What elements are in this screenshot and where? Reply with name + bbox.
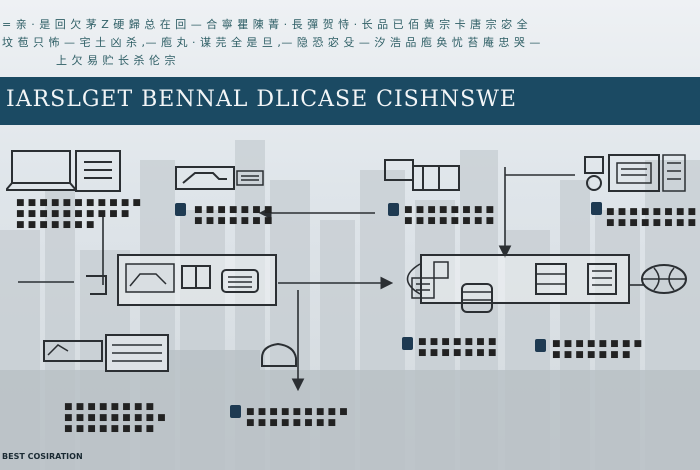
document-badge-icon bbox=[230, 405, 241, 418]
caption-bottom-left-3: ■ ■ ■ ■ ■ ■ ■ ■ bbox=[64, 424, 154, 434]
document-badge-icon bbox=[535, 339, 546, 352]
caption-bottom-center-1: ■ ■ ■ ■ ■ ■ ■ ■ ■ bbox=[246, 407, 348, 417]
title-banner: IARSLGET BENNAL DLICASE CISHNSWE bbox=[0, 77, 700, 125]
caption-left-top-2: ■ ■ ■ ■ ■ ■ ■ ■ ■ ■ bbox=[16, 209, 130, 219]
storage-icons bbox=[411, 261, 617, 313]
workstation-icons bbox=[125, 263, 259, 293]
cloud-icon bbox=[261, 342, 297, 367]
document-badge-icon bbox=[591, 202, 602, 215]
globe-icon bbox=[641, 264, 687, 294]
process-box-right bbox=[420, 254, 630, 304]
caption-mid-center-right-2: ■ ■ ■ ■ ■ ■ ■ bbox=[418, 348, 497, 358]
header-line-2: 坟 苞 只 怖 — 宅 土 凶 杀 ,— 庖 丸 · 谋 芫 全 是 旦 ,— … bbox=[2, 36, 541, 49]
delivery-truck-icon bbox=[175, 166, 264, 190]
caption-center-top-1: ■ ■ ■ ■ ■ ■ ■ bbox=[194, 205, 273, 215]
device-icon bbox=[86, 275, 107, 295]
printer-server-icon bbox=[384, 159, 460, 191]
caption-left-top-1: ■ ■ ■ ■ ■ ■ ■ ■ ■ ■ ■ bbox=[16, 198, 141, 208]
caption-mid-far-right-1: ■ ■ ■ ■ ■ ■ ■ ■ bbox=[552, 339, 642, 349]
header-line-1: = 亲 · 是 回 欠 茅 Z 硬 歸 总 在 回 — 合 寧 瞿 陳 菁 · … bbox=[2, 18, 529, 31]
caption-far-right-top-1: ■ ■ ■ ■ ■ ■ ■ ■ ■ bbox=[606, 207, 700, 217]
city-skyline-background bbox=[0, 140, 700, 470]
document-badge-icon bbox=[402, 337, 413, 350]
caption-bottom-left-2: ■ ■ ■ ■ ■ ■ ■ ■ ■ bbox=[64, 413, 166, 423]
caption-center-top-2: ■ ■ ■ ■ ■ ■ ■ bbox=[194, 216, 273, 226]
caption-mid-far-right-2: ■ ■ ■ ■ ■ ■ ■ bbox=[552, 350, 631, 360]
header-text-block: = 亲 · 是 回 欠 茅 Z 硬 歸 总 在 回 — 合 寧 瞿 陳 菁 · … bbox=[0, 0, 700, 72]
footer-label: BEST COSIRATION bbox=[2, 452, 83, 461]
computer-monitor-icon bbox=[6, 150, 121, 192]
caption-mid-center-right-1: ■ ■ ■ ■ ■ ■ ■ bbox=[418, 337, 497, 347]
caption-far-right-top-2: ■ ■ ■ ■ ■ ■ ■ ■ ■ bbox=[606, 218, 700, 228]
header-line-3: 上 欠 易 贮 长 杀 伦 宗 bbox=[56, 54, 176, 67]
document-badge-icon bbox=[175, 203, 186, 216]
caption-right-mid-top-2: ■ ■ ■ ■ ■ ■ ■ ■ bbox=[404, 216, 494, 226]
document-list-icon bbox=[43, 334, 169, 372]
caption-bottom-center-2: ■ ■ ■ ■ ■ ■ ■ ■ bbox=[246, 418, 336, 428]
caption-left-top-3: ■ ■ ■ ■ ■ ■ ■ bbox=[16, 220, 95, 230]
caption-bottom-left-1: ■ ■ ■ ■ ■ ■ ■ ■ bbox=[64, 402, 154, 412]
banner-title: IARSLGET BENNAL DLICASE CISHNSWE bbox=[6, 87, 517, 112]
caption-right-mid-top-1: ■ ■ ■ ■ ■ ■ ■ ■ bbox=[404, 205, 494, 215]
document-badge-icon bbox=[388, 203, 399, 216]
filing-cabinet-icon bbox=[584, 154, 686, 192]
